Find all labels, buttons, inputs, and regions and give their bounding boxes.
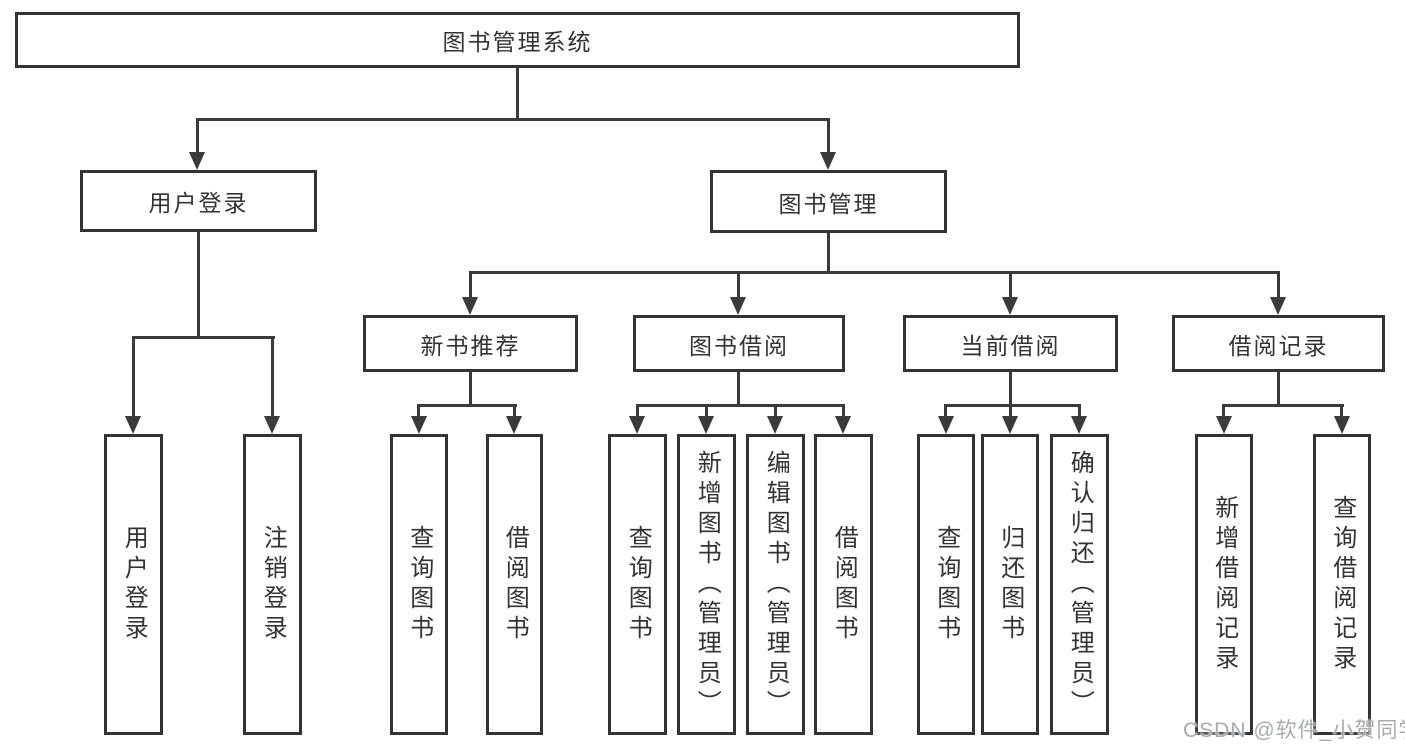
node-library-management-system: 图书管理系统 [15, 12, 1020, 68]
node-label: 新书推荐 [420, 332, 521, 359]
connector-line [469, 271, 472, 299]
node-label: 图书借阅 [689, 332, 789, 359]
arrow-down-icon [1002, 416, 1018, 434]
connector-line [1340, 404, 1343, 418]
leaf-query-books-recommend: 查询图书 [390, 434, 448, 735]
connector-line [196, 118, 830, 121]
connector-line [827, 233, 830, 274]
connector-line [944, 404, 1081, 407]
node-label: 确认归还（管理员） [1066, 449, 1094, 720]
arrow-down-icon [767, 416, 783, 434]
arrow-down-icon [1216, 416, 1232, 434]
node-label: 注销登录 [259, 524, 287, 645]
leaf-return-books: 归还图书 [981, 434, 1039, 735]
node-label: 图书管理系统 [442, 29, 593, 55]
connector-line [737, 372, 740, 407]
node-label: 查询图书 [405, 524, 433, 645]
connector-line [705, 404, 708, 418]
leaf-borrow-books-recommend: 借阅图书 [486, 434, 543, 735]
connector-line [842, 404, 845, 418]
arrow-down-icon [820, 152, 836, 170]
arrow-down-icon [1334, 416, 1350, 434]
arrow-down-icon [264, 416, 280, 434]
connector-line [132, 336, 275, 339]
leaf-query-borrow-record: 查询借阅记录 [1313, 434, 1371, 735]
leaf-query-books-borrowing: 查询图书 [608, 434, 667, 735]
connector-line [417, 404, 517, 407]
arrow-down-icon [189, 152, 205, 170]
node-label: 当前借阅 [960, 332, 1061, 359]
connector-line [417, 404, 420, 418]
connector-line [1009, 404, 1012, 418]
node-label: 借阅图书 [501, 524, 529, 645]
leaf-confirm-return-admin: 确认归还（管理员） [1050, 434, 1109, 735]
connector-line [1078, 404, 1081, 418]
connector-line [636, 404, 845, 407]
arrow-down-icon [1071, 416, 1087, 434]
node-label: 用户登录 [148, 190, 249, 216]
arrow-down-icon [462, 297, 478, 315]
connector-line [1009, 271, 1012, 299]
leaf-add-books-admin: 新增图书（管理员） [677, 434, 736, 735]
node-book-borrowing: 图书借阅 [633, 315, 845, 372]
node-borrowing-records: 借阅记录 [1172, 315, 1385, 372]
node-label: 图书管理 [778, 190, 879, 217]
connector-line [1222, 404, 1225, 418]
arrow-down-icon [506, 416, 522, 434]
node-user-login: 用户登录 [80, 170, 317, 232]
node-new-book-recommendation: 新书推荐 [363, 315, 578, 372]
node-label: 新增借阅记录 [1210, 494, 1238, 675]
arrow-down-icon [411, 416, 427, 434]
leaf-edit-books-admin: 编辑图书（管理员） [746, 434, 805, 735]
arrow-down-icon [1002, 297, 1018, 315]
connector-line [774, 404, 777, 418]
connector-line [1009, 372, 1012, 407]
node-label: 借阅记录 [1228, 332, 1329, 359]
leaf-query-books-current: 查询图书 [917, 434, 975, 735]
node-label: 查询图书 [624, 524, 652, 645]
arrow-down-icon [730, 297, 746, 315]
connector-line [636, 404, 639, 418]
connector-line [944, 404, 947, 418]
node-label: 编辑图书（管理员） [762, 449, 790, 720]
node-book-management: 图书管理 [710, 170, 947, 233]
connector-line [1277, 271, 1280, 299]
node-label: 归还图书 [996, 524, 1024, 645]
connector-line [271, 336, 274, 418]
node-label: 借阅图书 [830, 524, 858, 645]
leaf-add-borrow-record: 新增借阅记录 [1195, 434, 1253, 735]
node-label: 新增图书（管理员） [693, 449, 721, 720]
arrow-down-icon [629, 416, 645, 434]
node-current-borrowing: 当前借阅 [903, 315, 1118, 372]
connector-line [132, 336, 135, 418]
arrow-down-icon [125, 416, 141, 434]
csdn-watermark: CSDN @软件_小贺同学 [1183, 719, 1405, 742]
connector-line [197, 232, 200, 339]
node-label: 查询图书 [932, 524, 960, 645]
connector-line [1222, 404, 1344, 407]
connector-line [516, 68, 519, 121]
arrow-down-icon [938, 416, 954, 434]
connector-line [469, 372, 472, 407]
arrow-down-icon [698, 416, 714, 434]
node-label: 查询借阅记录 [1328, 494, 1356, 675]
leaf-user-login: 用户登录 [104, 434, 163, 735]
leaf-logout-login: 注销登录 [243, 434, 302, 735]
arrow-down-icon [835, 416, 851, 434]
arrow-down-icon [1270, 297, 1286, 315]
connector-line [737, 271, 740, 299]
leaf-borrow-books-borrowing: 借阅图书 [814, 434, 873, 735]
connector-line [196, 118, 199, 154]
connector-line [1277, 372, 1280, 407]
node-label: 用户登录 [120, 524, 148, 645]
connector-line [469, 271, 1280, 274]
connector-line [513, 404, 516, 418]
connector-line [827, 118, 830, 154]
